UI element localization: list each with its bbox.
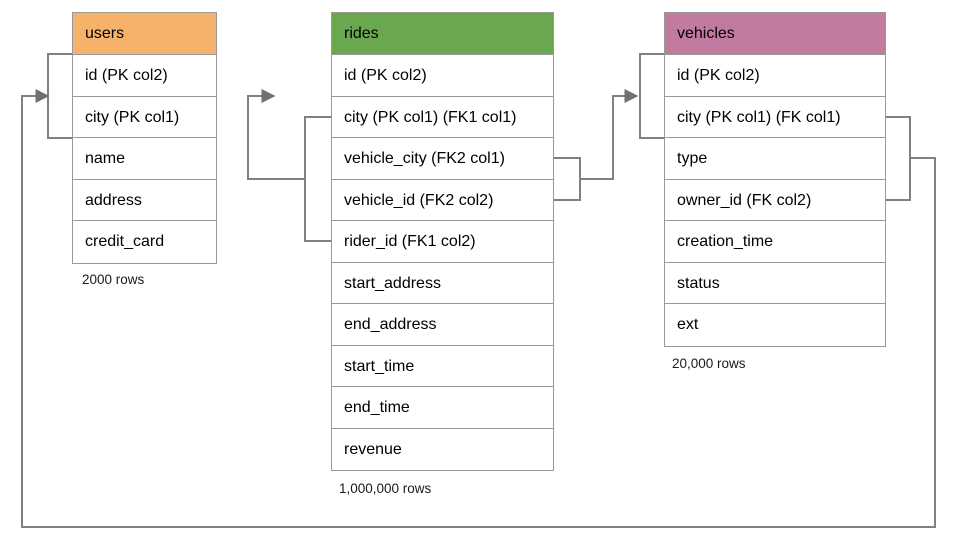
field-rides-city[interactable]: city (PK col1) (FK1 col1) <box>332 96 553 138</box>
field-rides-id[interactable]: id (PK col2) <box>332 55 553 97</box>
field-rides-revenue[interactable]: revenue <box>332 428 553 470</box>
users-pk-bracket <box>47 53 72 139</box>
field-vehicles-ext[interactable]: ext <box>665 304 885 346</box>
rides-fk2-wire <box>580 89 639 180</box>
field-rides-vehicle-id[interactable]: vehicle_id (FK2 col2) <box>332 179 553 221</box>
row-count-rides: 1,000,000 rows <box>339 481 432 496</box>
field-users-address[interactable]: address <box>73 179 216 221</box>
row-count-vehicles: 20,000 rows <box>672 356 746 371</box>
field-vehicles-type[interactable]: type <box>665 138 885 180</box>
field-rides-end-address[interactable]: end_address <box>332 304 553 346</box>
field-vehicles-status[interactable]: status <box>665 262 885 304</box>
row-count-users: 2000 rows <box>82 272 145 287</box>
field-vehicles-city[interactable]: city (PK col1) (FK col1) <box>665 96 885 138</box>
field-vehicles-creation-time[interactable]: creation_time <box>665 221 885 263</box>
table-vehicles[interactable]: vehicles id (PK col2) city (PK col1) (FK… <box>664 12 886 347</box>
table-users[interactable]: users id (PK col2) city (PK col1) name a… <box>72 12 217 264</box>
table-vehicles-header: vehicles <box>665 13 885 55</box>
field-rides-start-time[interactable]: start_time <box>332 345 553 387</box>
rides-fk1-bracket <box>304 116 331 242</box>
table-users-header: users <box>73 13 216 55</box>
field-users-credit-card[interactable]: credit_card <box>73 221 216 263</box>
field-rides-rider-id[interactable]: rider_id (FK1 col2) <box>332 221 553 263</box>
vehicles-pk-bracket <box>639 53 664 139</box>
field-users-name[interactable]: name <box>73 138 216 180</box>
field-rides-vehicle-city[interactable]: vehicle_city (FK2 col1) <box>332 138 553 180</box>
field-vehicles-owner-id[interactable]: owner_id (FK col2) <box>665 179 885 221</box>
field-rides-end-time[interactable]: end_time <box>332 387 553 429</box>
field-users-city[interactable]: city (PK col1) <box>73 96 216 138</box>
rides-fk1-wire <box>247 89 305 180</box>
field-rides-start-address[interactable]: start_address <box>332 262 553 304</box>
field-vehicles-id[interactable]: id (PK col2) <box>665 55 885 97</box>
table-rides-header: rides <box>332 13 553 55</box>
field-users-id[interactable]: id (PK col2) <box>73 55 216 97</box>
rides-fk2-bracket <box>554 157 581 201</box>
vehicles-fk-bracket <box>886 116 911 201</box>
table-rides[interactable]: rides id (PK col2) city (PK col1) (FK1 c… <box>331 12 554 471</box>
